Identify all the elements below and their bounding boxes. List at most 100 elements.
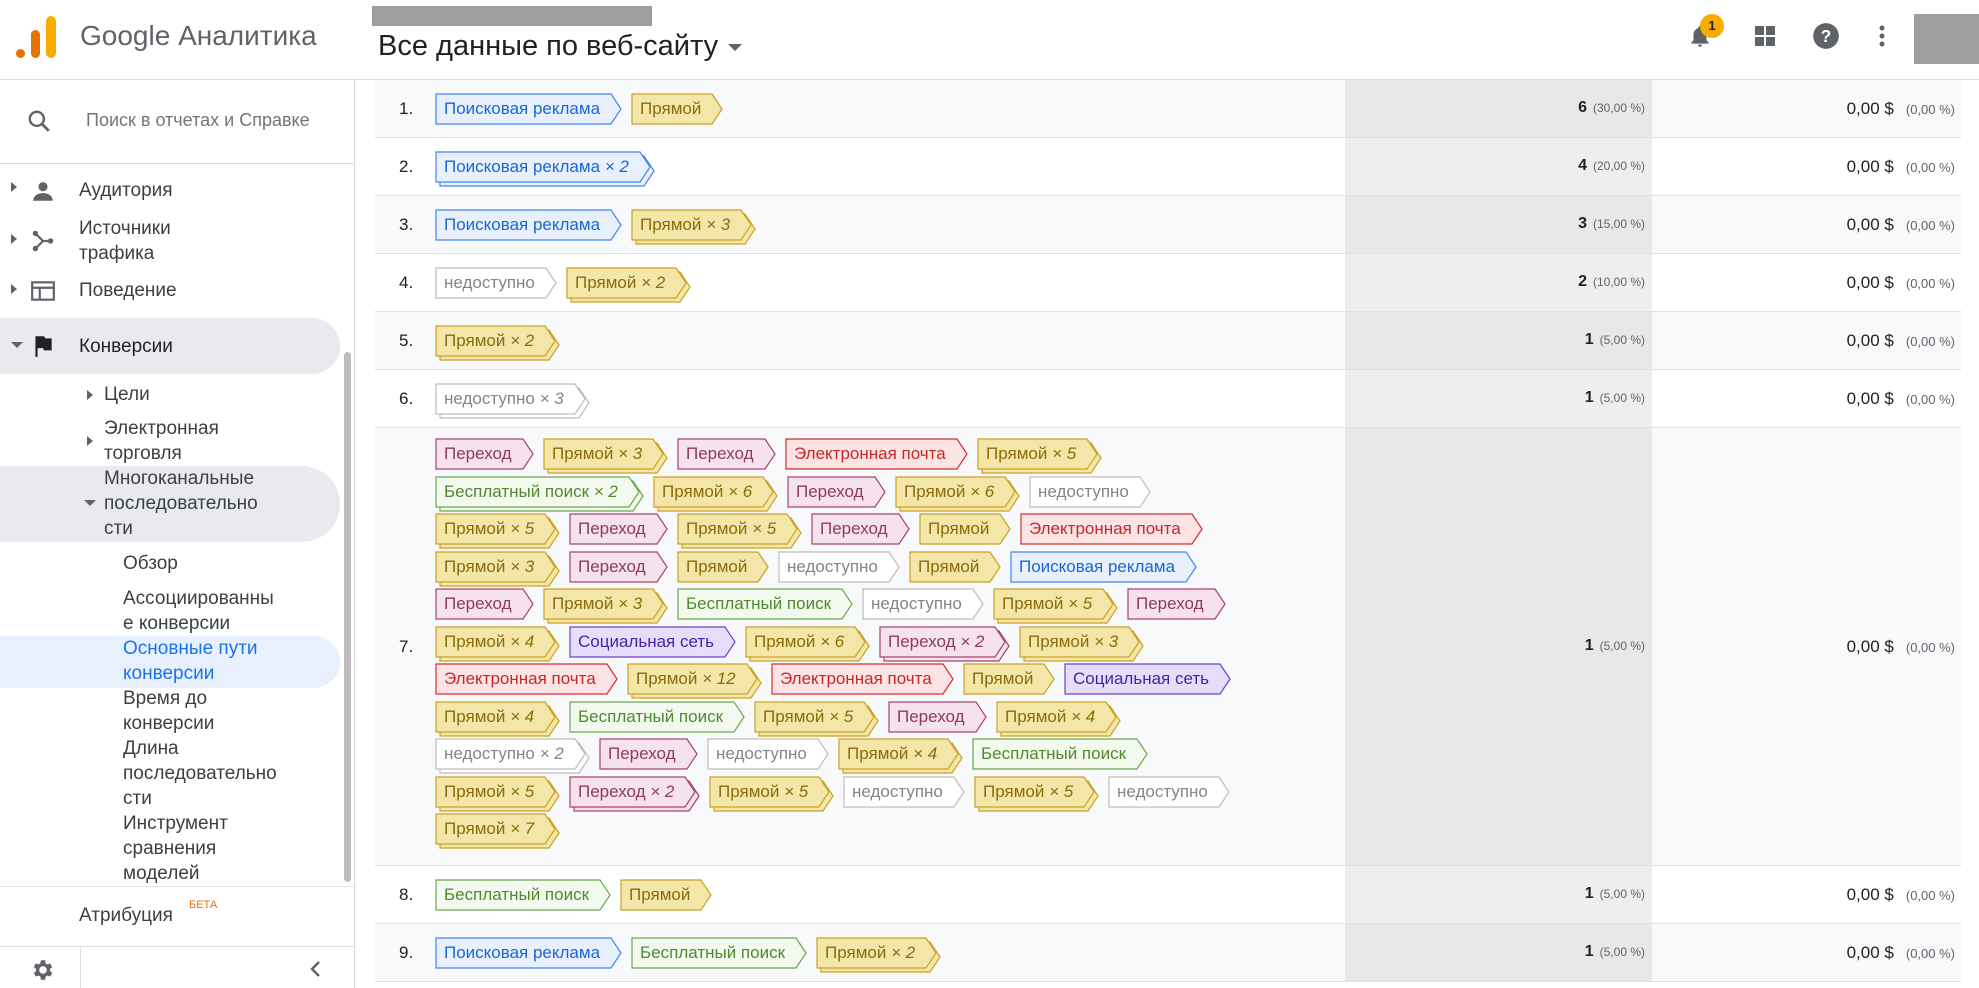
channel-chip-referral[interactable]: Переход [435, 588, 534, 620]
channel-chip-direct[interactable]: Прямой × 4 [838, 738, 963, 774]
channel-chip-email[interactable]: Электронная почта [435, 663, 618, 695]
channel-chip-unavailable[interactable]: недоступно [435, 267, 557, 299]
channel-chip-paid[interactable]: Поисковая реклама [1010, 550, 1197, 583]
channel-chip-direct[interactable]: Прямой [919, 513, 1011, 545]
channel-chip-label: Поисковая реклама [444, 943, 600, 963]
channel-chip-referral[interactable]: Переход [569, 550, 668, 583]
channel-chip-referral[interactable]: Переход [599, 738, 698, 770]
channel-chip-referral[interactable]: Переход × 2 [879, 625, 1010, 662]
channel-chip-email[interactable]: Электронная почта [1020, 513, 1203, 545]
channel-chip-direct[interactable]: Прямой × 5 [974, 775, 1099, 812]
channel-chip-direct[interactable]: Прямой × 2 [816, 937, 941, 973]
channel-chip-organic[interactable]: Бесплатный поиск [677, 588, 853, 620]
channel-chip-direct[interactable]: Прямой × 6 [653, 475, 778, 512]
channel-chip-email[interactable]: Электронная почта [771, 663, 954, 695]
channel-chip-referral[interactable]: Переход [677, 438, 776, 470]
collapse-chevron-left-icon[interactable] [306, 959, 326, 979]
channel-chip-direct[interactable]: Прямой [677, 550, 769, 583]
channel-chip-direct[interactable]: Прямой × 2 [435, 325, 560, 361]
account-selector-redacted[interactable] [372, 6, 652, 26]
channel-chip-organic[interactable]: Бесплатный поиск [631, 937, 807, 969]
more-vert-icon[interactable] [1864, 18, 1900, 54]
channel-chip-direct[interactable]: Прямой × 5 [435, 513, 560, 549]
channel-chip-unavailable[interactable]: недоступно [707, 738, 829, 770]
channel-chip-label: Прямой × 5 [444, 782, 534, 802]
channel-chip-unavailable[interactable]: недоступно [1029, 475, 1151, 508]
channel-chip-direct[interactable]: Прямой × 2 [566, 267, 691, 303]
apps-grid-icon[interactable] [1747, 18, 1783, 54]
channel-chip-referral[interactable]: Переход [811, 513, 910, 545]
channel-chip-direct[interactable]: Прямой × 5 [993, 588, 1118, 624]
sidebar-item-behavior[interactable]: Поведение [0, 266, 340, 316]
channel-chip-direct[interactable]: Прямой [631, 93, 723, 125]
channel-chip-unavailable[interactable]: недоступно [1108, 775, 1230, 808]
sidebar-item-overview[interactable]: Обзор [123, 553, 178, 574]
conversions-count: 1(5,00 %) [1345, 885, 1645, 903]
channel-chip-unavailable[interactable]: недоступно [778, 550, 900, 583]
help-icon[interactable]: ? [1808, 18, 1844, 54]
channel-chip-referral[interactable]: Переход × 2 [569, 775, 700, 812]
channel-chip-unavailable[interactable]: недоступно [843, 775, 965, 808]
gear-icon[interactable] [30, 957, 56, 983]
channel-chip-direct[interactable]: Прямой × 4 [435, 625, 560, 662]
sidebar-item-acquisition[interactable]: Источники трафика [0, 204, 340, 284]
channel-chip-direct[interactable]: Прямой × 4 [435, 700, 560, 737]
channel-chip-social[interactable]: Социальная сеть [569, 625, 736, 658]
channel-chip-direct[interactable]: Прямой × 3 [1019, 625, 1144, 662]
channel-chip-direct[interactable]: Прямой × 7 [435, 813, 560, 849]
channel-chip-direct[interactable]: Прямой × 6 [895, 475, 1020, 512]
channel-chip-direct[interactable]: Прямой × 12 [627, 663, 762, 699]
channel-chip-direct[interactable]: Прямой × 5 [977, 438, 1102, 474]
search-icon[interactable] [26, 108, 52, 134]
channel-chip-direct[interactable]: Прямой × 3 [543, 438, 668, 474]
channel-chip-direct[interactable]: Прямой × 6 [745, 625, 870, 662]
channel-chip-paid[interactable]: Поисковая реклама × 2 [435, 151, 655, 187]
channel-chip-paid[interactable]: Поисковая реклама [435, 93, 622, 125]
channel-chip-direct[interactable]: Прямой × 5 [754, 700, 879, 737]
channel-chip-direct[interactable]: Прямой × 5 [709, 775, 834, 812]
channel-chip-direct[interactable]: Прямой × 5 [677, 513, 802, 549]
channel-chip-direct[interactable]: Прямой [963, 663, 1055, 695]
channel-chip-referral[interactable]: Переход [435, 438, 534, 470]
channel-chip-social[interactable]: Социальная сеть [1064, 663, 1231, 695]
channel-chip-direct[interactable]: Прямой × 4 [996, 700, 1121, 737]
channel-chip-direct[interactable]: Прямой [909, 550, 1001, 583]
channel-chip-referral[interactable]: Переход [888, 700, 987, 733]
channel-chip-direct[interactable]: Прямой × 5 [435, 775, 560, 812]
repeat-count: × 2 [593, 481, 618, 501]
channel-chip-paid[interactable]: Поисковая реклама [435, 209, 622, 241]
search-input[interactable] [86, 110, 311, 131]
channel-chip-direct[interactable]: Прямой × 3 [435, 550, 560, 587]
sidebar-item-conversions[interactable]: Конверсии [0, 318, 340, 374]
channel-chip-organic[interactable]: Бесплатный поиск [435, 879, 611, 911]
channel-chip-direct[interactable]: Прямой × 3 [631, 209, 756, 245]
sidebar-scrollbar[interactable] [344, 352, 351, 882]
channel-chip-referral[interactable]: Переход [1127, 588, 1226, 620]
channel-chip-unavailable[interactable]: недоступно × 3 [435, 383, 590, 419]
channel-chip-unavailable[interactable]: недоступно [862, 588, 984, 620]
channel-chip-email[interactable]: Электронная почта [785, 438, 968, 470]
channel-chip-organic[interactable]: Бесплатный поиск [972, 738, 1148, 770]
channel-chip-unavailable[interactable]: недоступно × 2 [435, 738, 590, 774]
channel-chip-referral[interactable]: Переход [787, 475, 886, 508]
channel-name: Прямой [575, 273, 637, 292]
channel-chip-paid[interactable]: Поисковая реклама [435, 937, 622, 969]
view-selector[interactable]: Все данные по веб-сайту [378, 30, 743, 63]
channel-chip-referral[interactable]: Переход [569, 513, 668, 545]
channel-chip-organic[interactable]: Бесплатный поиск [569, 700, 745, 733]
channel-chip-organic[interactable]: Бесплатный поиск × 2 [435, 475, 644, 512]
sidebar-item-audience[interactable]: Аудитория [0, 164, 340, 220]
avatar[interactable] [1914, 14, 1979, 64]
analytics-logo-icon[interactable] [16, 14, 56, 58]
channel-chip-direct[interactable]: Прямой × 3 [543, 588, 668, 624]
channel-chip-direct[interactable]: Прямой [620, 879, 712, 911]
